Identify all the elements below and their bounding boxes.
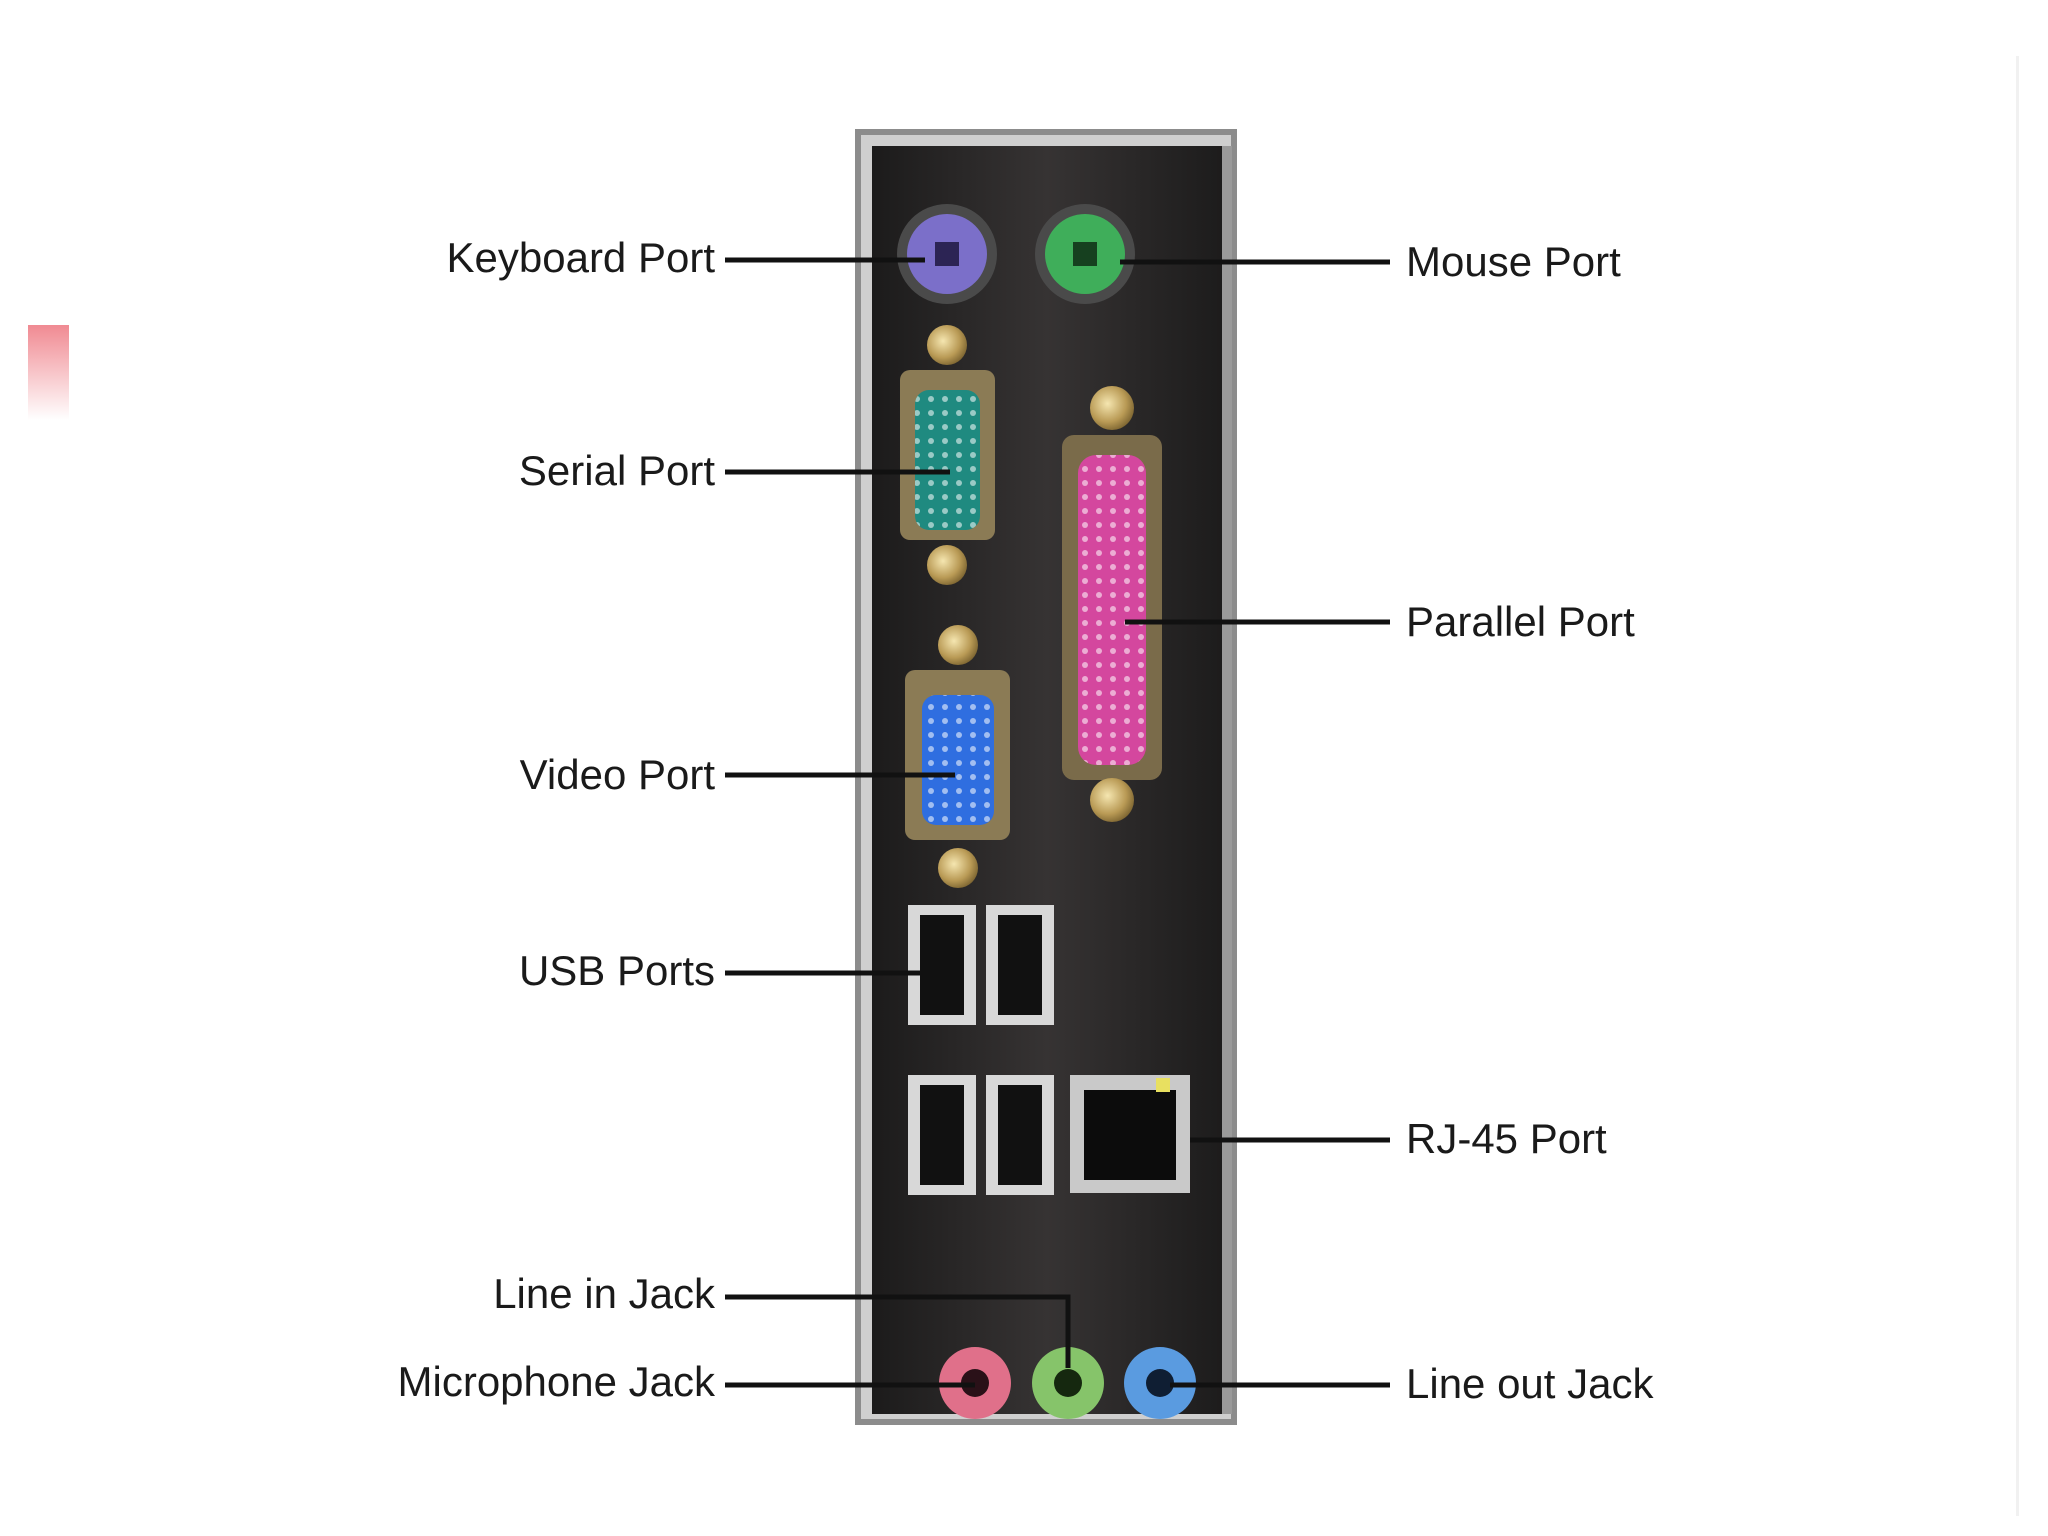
parallel-port-connector	[1062, 386, 1162, 822]
parallel-port-label: Parallel Port	[1406, 598, 1635, 645]
line-out-jack-label: Line out Jack	[1406, 1360, 1654, 1407]
leader-lines	[725, 257, 1390, 1388]
mouse-port-connector	[1035, 204, 1135, 304]
serial-port-connector	[900, 325, 995, 585]
keyboard-port-label: Keyboard Port	[447, 234, 716, 281]
usb-ports-label: USB Ports	[519, 947, 715, 994]
line-out-jack-connector	[1124, 1347, 1196, 1419]
microphone-jack-label: Microphone Jack	[398, 1358, 716, 1405]
serial-port-label: Serial Port	[519, 447, 715, 494]
line-in-leader-line	[725, 1294, 1071, 1368]
line-in-jack-label: Line in Jack	[493, 1270, 716, 1317]
video-port-label: Video Port	[520, 751, 716, 798]
right-edge-rule	[2016, 56, 2019, 1516]
video-port-connector	[905, 625, 1010, 888]
io-shield-panel	[855, 129, 1237, 1425]
rj45-port-connector	[1070, 1075, 1190, 1193]
usb-ports-lower	[908, 1075, 1054, 1195]
red-accent-mark	[28, 325, 69, 420]
usb-ports-upper	[908, 905, 1054, 1025]
keyboard-port-connector	[897, 204, 997, 304]
line-in-jack-connector	[1032, 1347, 1104, 1419]
rj45-port-label: RJ-45 Port	[1406, 1115, 1607, 1162]
mouse-port-label: Mouse Port	[1406, 238, 1621, 285]
